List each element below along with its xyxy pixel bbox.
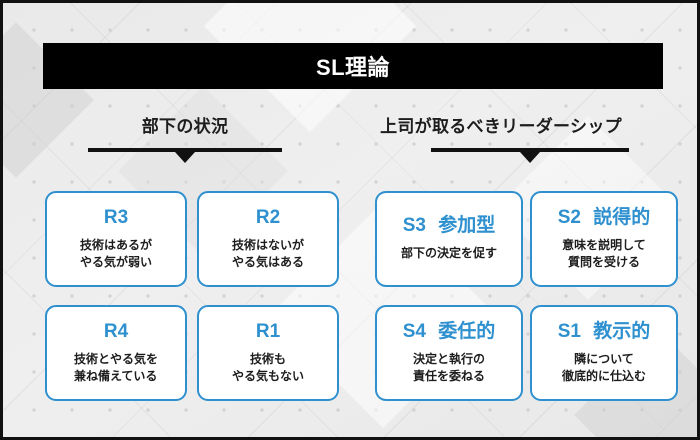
card-body: 決定と執行の 責任を委ねる <box>412 351 485 383</box>
card-title: S3 参加型 <box>403 214 496 238</box>
card-code: R2 <box>255 206 281 228</box>
card-code: R4 <box>103 320 129 342</box>
chevron-down-icon <box>175 152 195 163</box>
card-r1[interactable]: R1 技術も やる気もない <box>197 305 339 401</box>
column-header-rule <box>431 148 629 163</box>
card-r3[interactable]: R3 技術はあるが やる気が弱い <box>45 191 187 287</box>
column-header-leadership: 上司が取るべきリーダーシップ <box>373 115 629 163</box>
card-type: 参加型 <box>438 215 496 236</box>
card-s3[interactable]: S3 参加型 部下の決定を促す <box>375 191 523 287</box>
card-r4[interactable]: R4 技術とやる気を 兼ね備えている <box>45 305 187 401</box>
card-title: R2 <box>256 206 280 230</box>
card-title: S1 教示的 <box>558 320 651 344</box>
page-title: SL理論 <box>315 55 391 80</box>
card-code: R1 <box>255 320 281 342</box>
card-code: S4 <box>402 320 426 342</box>
card-code: S2 <box>557 206 581 228</box>
card-body: 部下の決定を促す <box>400 246 497 260</box>
card-title: R4 <box>104 320 128 344</box>
card-body: 技術とやる気を 兼ね備えている <box>73 351 158 383</box>
column-header-label: 上司が取るべきリーダーシップ <box>380 117 622 136</box>
card-s1[interactable]: S1 教示的 隣について 徹底的に仕込む <box>530 305 678 401</box>
column-header-rule <box>88 148 282 163</box>
card-code: S1 <box>557 320 581 342</box>
card-body: 隣について 徹底的に仕込む <box>561 351 646 383</box>
card-title: S4 委任的 <box>403 320 496 344</box>
card-title: S2 説得的 <box>558 206 651 230</box>
card-code: R3 <box>103 206 129 228</box>
card-type: 説得的 <box>593 206 651 228</box>
column-header-label: 部下の状況 <box>141 117 229 136</box>
card-body: 技術はあるが やる気が弱い <box>79 237 152 269</box>
card-s2[interactable]: S2 説得的 意味を説明して 質問を受ける <box>530 191 678 287</box>
card-type: 委任的 <box>438 320 496 342</box>
card-r2[interactable]: R2 技術はないが やる気はある <box>197 191 339 287</box>
card-body: 意味を説明して 質問を受ける <box>562 237 646 269</box>
chevron-down-icon <box>520 152 540 163</box>
card-code: S3 <box>402 215 426 236</box>
column-header-subordinate: 部下の状況 <box>88 115 282 163</box>
card-title: R3 <box>104 206 128 230</box>
card-type: 教示的 <box>593 320 651 342</box>
card-s4[interactable]: S4 委任的 決定と執行の 責任を委ねる <box>375 305 523 401</box>
slide-title-bar: SL理論 <box>43 43 663 89</box>
card-body: 技術も やる気もない <box>231 351 304 383</box>
card-title: R1 <box>256 320 280 344</box>
card-body: 技術はないが やる気はある <box>231 237 304 269</box>
